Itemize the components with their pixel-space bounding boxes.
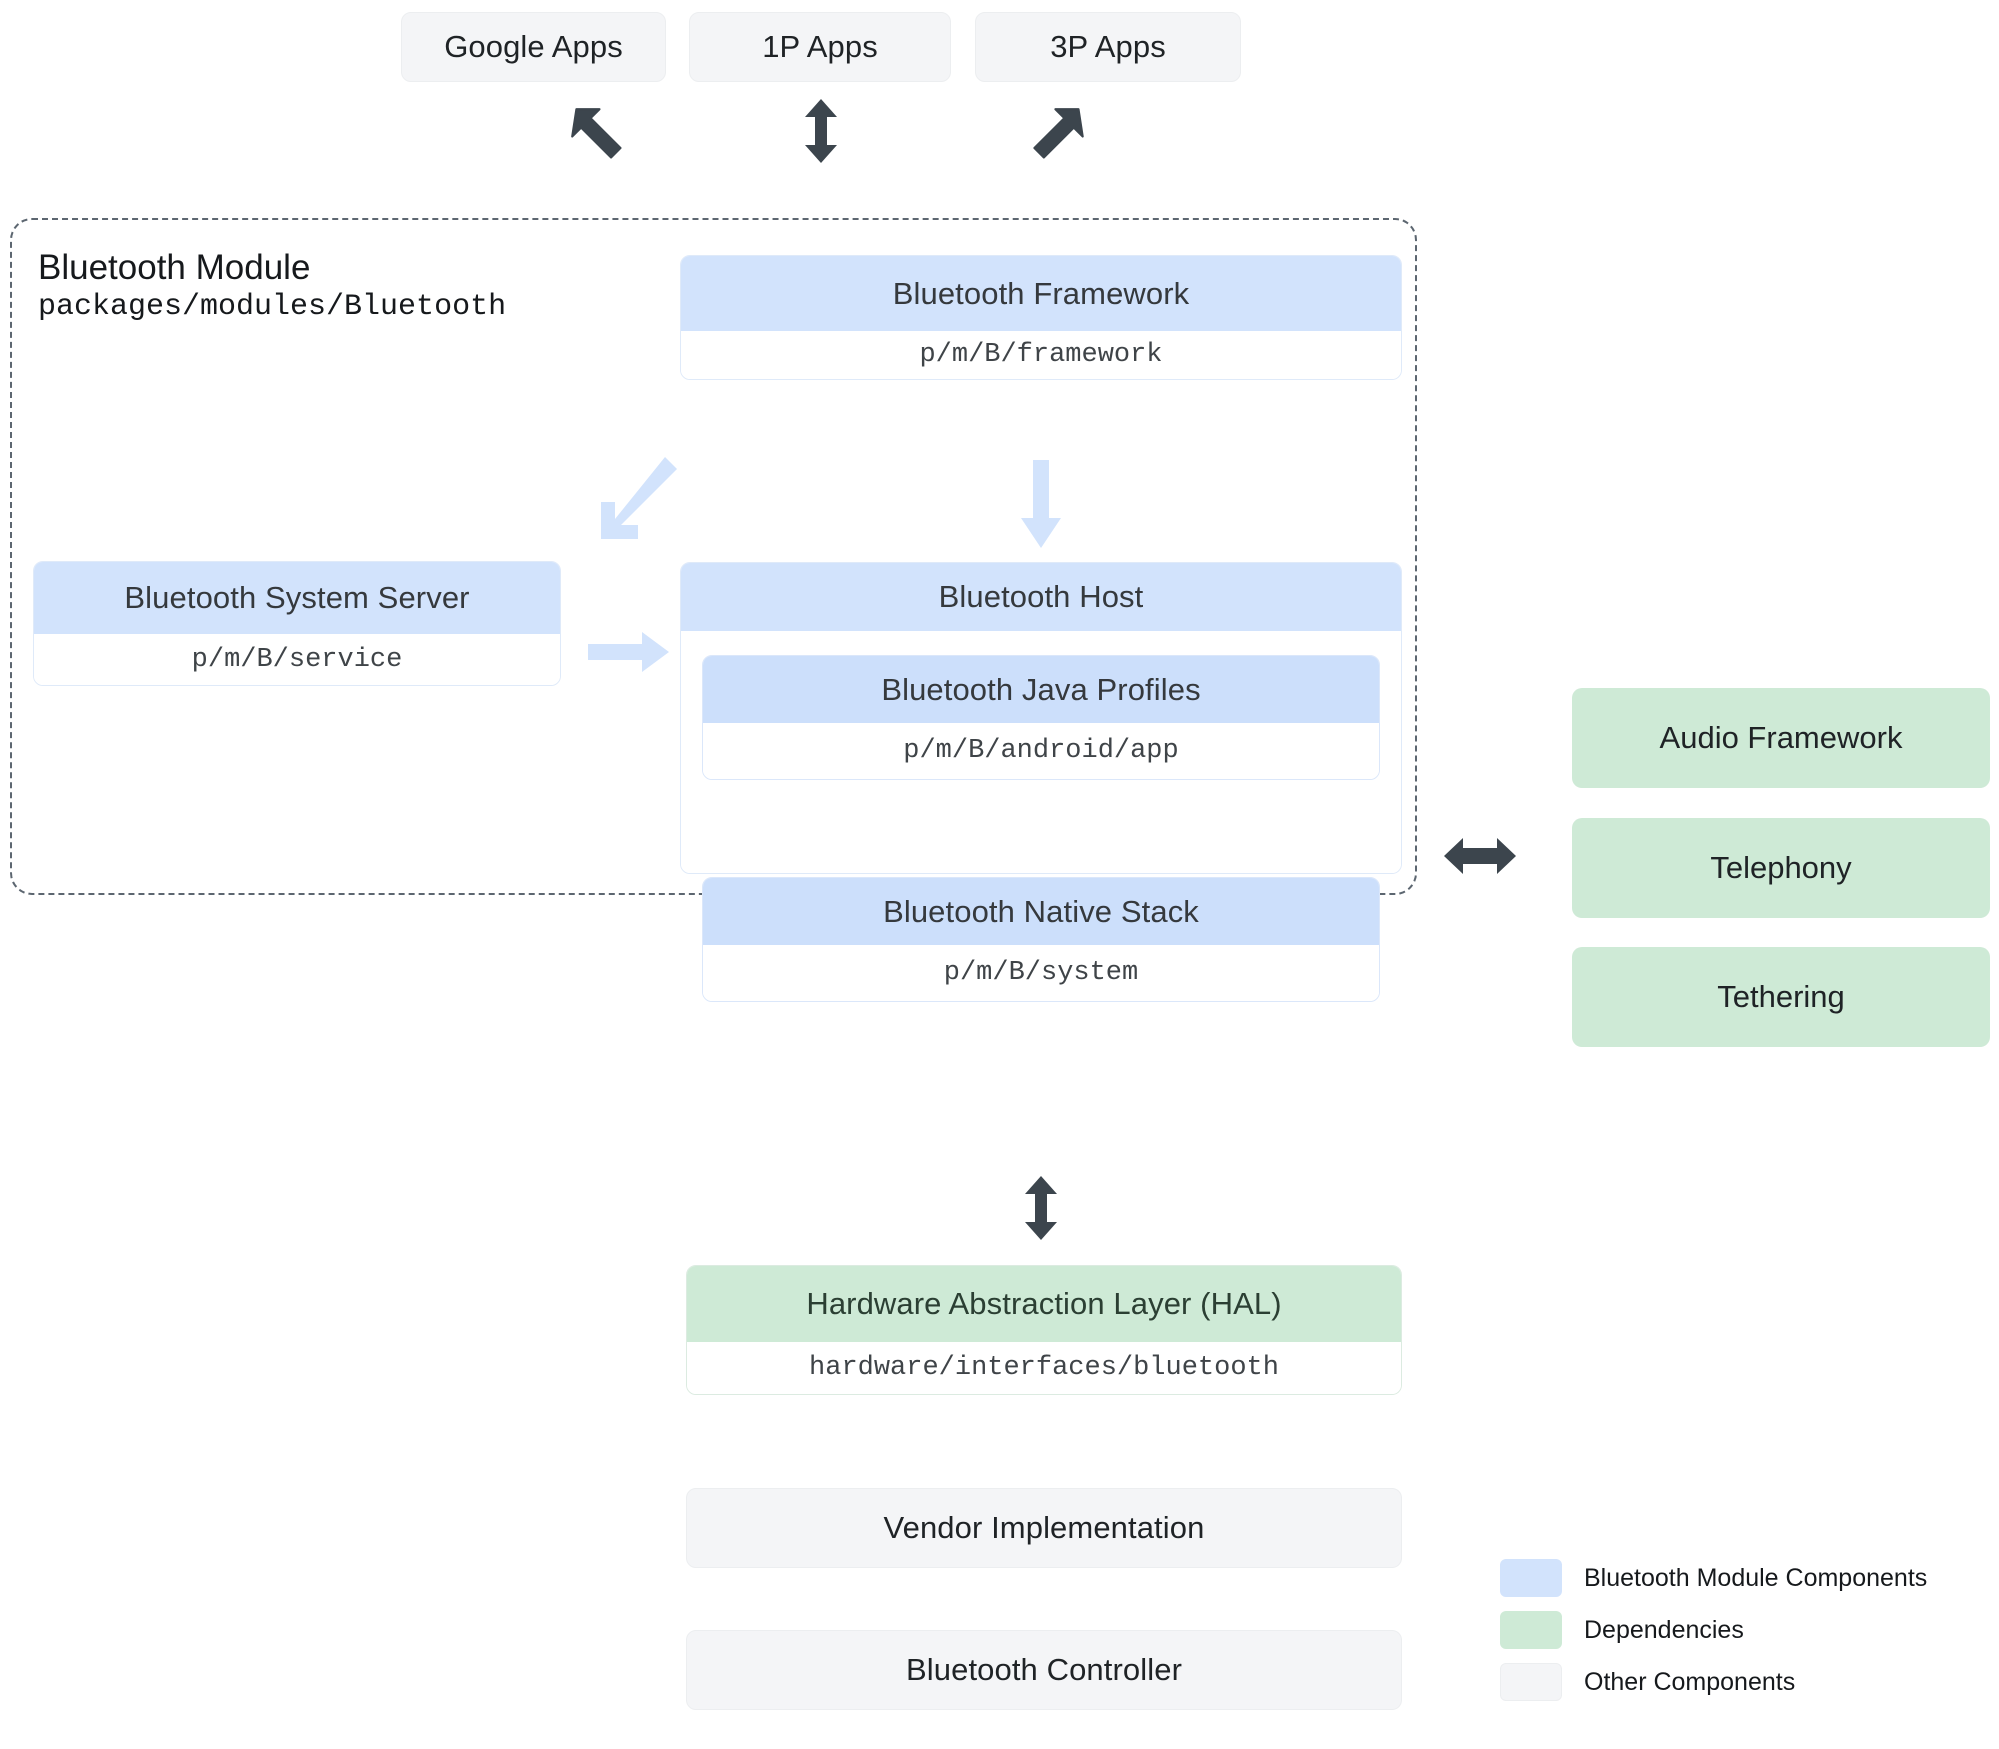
legend-item-other: Other Components <box>1500 1656 1927 1708</box>
telephony-box[interactable]: Telephony <box>1572 818 1990 918</box>
audio-framework-box[interactable]: Audio Framework <box>1572 688 1990 788</box>
diagonal-up-right-double-arrow-icon <box>1033 108 1084 159</box>
bluetooth-system-server-path: p/m/B/service <box>34 634 560 685</box>
bluetooth-controller-label: Bluetooth Controller <box>906 1652 1182 1687</box>
bluetooth-native-stack-box[interactable]: Bluetooth Native Stack p/m/B/system <box>702 877 1380 1002</box>
framework-to-host-down-arrow-icon <box>1021 460 1061 548</box>
1p-apps-label: 1P Apps <box>762 29 878 64</box>
3p-apps-box[interactable]: 3P Apps <box>975 12 1241 82</box>
bluetooth-native-stack-path: p/m/B/system <box>703 945 1379 1001</box>
bluetooth-host-title: Bluetooth Host <box>681 563 1401 631</box>
vendor-implementation-box[interactable]: Vendor Implementation <box>686 1488 1402 1568</box>
legend-item-module: Bluetooth Module Components <box>1500 1552 1927 1604</box>
audio-framework-label: Audio Framework <box>1659 720 1903 755</box>
diagonal-down-left-double-arrow-icon <box>571 108 622 159</box>
tethering-label: Tethering <box>1717 979 1845 1014</box>
bluetooth-system-server-box[interactable]: Bluetooth System Server p/m/B/service <box>33 561 561 686</box>
legend: Bluetooth Module Components Dependencies… <box>1500 1552 1927 1708</box>
bluetooth-framework-box[interactable]: Bluetooth Framework p/m/B/framework <box>680 255 1402 380</box>
legend-label-module: Bluetooth Module Components <box>1584 1563 1928 1592</box>
google-apps-label: Google Apps <box>444 29 623 64</box>
google-apps-box[interactable]: Google Apps <box>401 12 666 82</box>
framework-to-system-server-diagonal-arrow-icon <box>601 457 677 539</box>
legend-label-dependencies: Dependencies <box>1584 1615 1744 1644</box>
3p-apps-label: 3P Apps <box>1050 29 1166 64</box>
1p-apps-box[interactable]: 1P Apps <box>689 12 951 82</box>
bluetooth-java-profiles-path: p/m/B/android/app <box>703 723 1379 779</box>
bluetooth-framework-path: p/m/B/framework <box>681 331 1401 379</box>
legend-item-dependencies: Dependencies <box>1500 1604 1927 1656</box>
bluetooth-native-stack-title: Bluetooth Native Stack <box>703 878 1379 945</box>
bluetooth-module-title: Bluetooth Module <box>38 248 311 287</box>
module-to-hal-double-arrow-icon <box>1025 1176 1057 1240</box>
legend-swatch-module <box>1500 1559 1562 1597</box>
bluetooth-java-profiles-title: Bluetooth Java Profiles <box>703 656 1379 723</box>
hal-path: hardware/interfaces/bluetooth <box>687 1342 1401 1394</box>
vertical-double-arrow-icon <box>805 99 837 163</box>
legend-label-other: Other Components <box>1584 1667 1796 1696</box>
bluetooth-system-server-title: Bluetooth System Server <box>34 562 560 634</box>
vendor-implementation-label: Vendor Implementation <box>883 1510 1205 1545</box>
hal-box[interactable]: Hardware Abstraction Layer (HAL) hardwar… <box>686 1265 1402 1395</box>
telephony-label: Telephony <box>1710 850 1852 885</box>
bluetooth-framework-title: Bluetooth Framework <box>681 256 1401 331</box>
host-to-dependencies-double-arrow-icon <box>1444 838 1516 874</box>
tethering-box[interactable]: Tethering <box>1572 947 1990 1047</box>
bluetooth-module-path: packages/modules/Bluetooth <box>38 290 507 325</box>
system-server-to-host-right-arrow-icon <box>588 632 669 672</box>
bluetooth-java-profiles-box[interactable]: Bluetooth Java Profiles p/m/B/android/ap… <box>702 655 1380 780</box>
bluetooth-module-label: Bluetooth Module packages/modules/Blueto… <box>38 248 598 327</box>
legend-swatch-dependencies <box>1500 1611 1562 1649</box>
hal-title: Hardware Abstraction Layer (HAL) <box>687 1266 1401 1342</box>
legend-swatch-other <box>1500 1663 1562 1701</box>
bluetooth-controller-box[interactable]: Bluetooth Controller <box>686 1630 1402 1710</box>
